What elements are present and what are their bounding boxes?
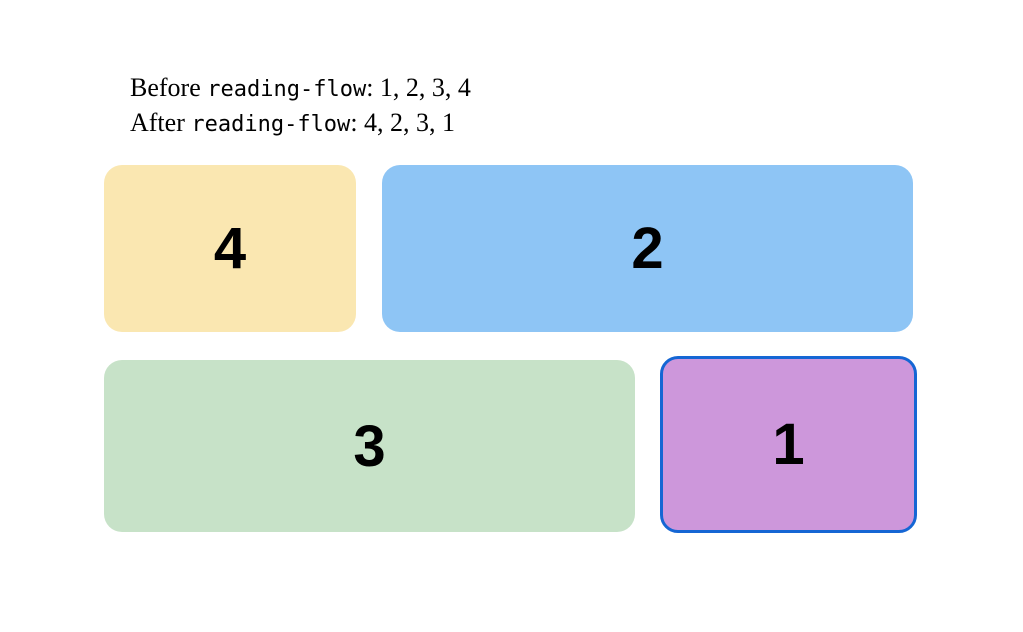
caption-line-before: Before reading-flow: 1, 2, 3, 4 — [130, 71, 471, 106]
flex-item-3[interactable]: 3 — [104, 360, 635, 532]
flex-item-3-label: 3 — [353, 413, 386, 479]
caption-after-order: : 4, 2, 3, 1 — [350, 108, 456, 137]
caption-line2-property-name: reading-flow — [191, 112, 351, 137]
caption-after-label: After — [130, 108, 192, 137]
caption-line1-property-name: reading-flow — [207, 77, 367, 102]
flex-item-1-label: 1 — [772, 412, 805, 477]
flex-item-2-label: 2 — [631, 216, 664, 281]
flex-item-1-focused[interactable]: 1 — [660, 356, 917, 533]
caption-line-after: After reading-flow: 4, 2, 3, 1 — [130, 106, 471, 141]
caption-before-order: : 1, 2, 3, 4 — [366, 73, 471, 102]
flex-item-4[interactable]: 4 — [104, 165, 356, 332]
flex-item-2[interactable]: 2 — [382, 165, 913, 332]
flex-item-4-label: 4 — [213, 216, 247, 281]
caption: Before reading-flow: 1, 2, 3, 4 After re… — [130, 71, 471, 141]
caption-before-label: Before — [130, 73, 208, 102]
